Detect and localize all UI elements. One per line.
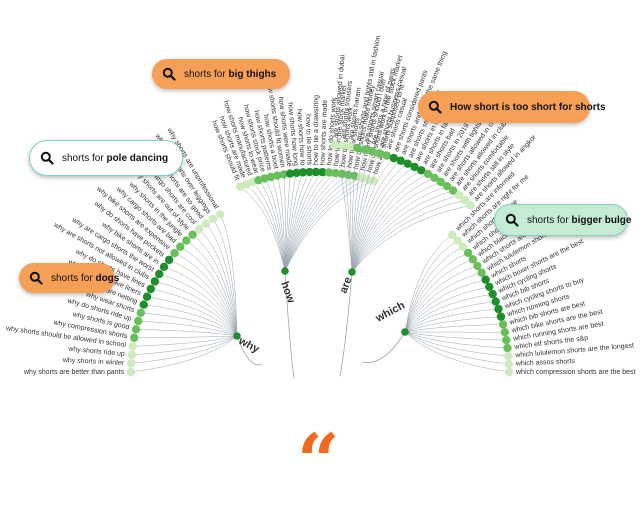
callout-term: dogs <box>95 273 119 284</box>
callout-term: pole dancing <box>106 153 168 164</box>
branch-link <box>285 175 348 271</box>
hub-dot <box>401 328 409 336</box>
leaf-dot <box>130 334 138 342</box>
leaf-dot <box>503 344 511 352</box>
hub-dot <box>281 267 289 275</box>
branch-link <box>180 247 237 336</box>
leaf-dot <box>165 256 173 264</box>
leaf-dot <box>346 142 354 150</box>
leaf-dot <box>499 320 507 328</box>
leaf-dot <box>151 277 159 285</box>
branch-link <box>285 176 355 271</box>
callout-bigger-bulge[interactable]: shorts for bigger bulge <box>494 204 628 236</box>
branch-link <box>213 219 237 336</box>
leaf-dot <box>502 336 510 344</box>
hub-label: are <box>338 275 355 295</box>
leaf-dot <box>209 215 217 223</box>
leaf-dot <box>505 368 513 376</box>
hub-label: which <box>373 299 407 325</box>
leaf-dot <box>338 141 346 149</box>
branch-link <box>352 182 441 272</box>
leaf-dot <box>134 317 142 325</box>
leaf-dot <box>353 144 361 152</box>
branch-link <box>405 324 503 332</box>
callout-dogs[interactable]: shorts for dogs <box>19 263 115 293</box>
leaf-dot <box>492 297 500 305</box>
leaf-dot <box>128 351 136 359</box>
quote-mark: “ <box>297 425 340 499</box>
callout-big-thighs[interactable]: shorts for big thighs <box>152 59 290 89</box>
leaf-dot <box>155 270 163 278</box>
trunk-link <box>362 332 405 363</box>
leaf-dot <box>202 220 210 228</box>
leaf-dot <box>497 312 505 320</box>
search-icon <box>40 151 54 165</box>
leaf-dot <box>368 147 376 155</box>
leaf-label: why shorts in winter <box>62 357 125 367</box>
callout-too-short[interactable]: How short is too short for shorts <box>418 91 590 123</box>
leaf-dot <box>176 243 184 251</box>
branch-link <box>352 167 415 272</box>
hub-label: how <box>278 280 297 305</box>
callout-pole-dancing[interactable]: shorts for pole dancing <box>29 140 183 176</box>
leaf-dot <box>127 368 135 376</box>
leaf-dot <box>140 300 148 308</box>
leaf-dot <box>488 290 496 298</box>
hub-dot <box>348 268 356 276</box>
callout-prefix: shorts for <box>184 69 228 80</box>
leaf-dot <box>160 263 168 271</box>
branch-link <box>186 241 237 336</box>
leaf-dot <box>361 145 369 153</box>
branch-link <box>134 336 237 338</box>
leaf-label: which compression shorts are the best <box>515 369 635 376</box>
search-tree-diagram: why shorts are better than pants why shor… <box>0 0 640 480</box>
leaf-dot <box>182 236 190 244</box>
leaf-label: why shorts are better than pants <box>23 369 124 376</box>
leaf-dot <box>382 151 390 159</box>
search-icon <box>428 100 442 114</box>
branch-link <box>136 329 237 336</box>
leaf-label: how to tie shorts <box>304 114 312 166</box>
leaf-dot <box>132 325 140 333</box>
leaf-dot <box>143 293 151 301</box>
leaf-label: which assos shorts <box>515 358 576 367</box>
leaf-dot <box>331 141 339 149</box>
leaf-dot <box>137 309 145 317</box>
leaf-dot <box>504 352 512 360</box>
leaf-dot <box>505 360 513 368</box>
leaf-dot <box>485 283 493 291</box>
branch-link <box>405 309 498 332</box>
leaf-dot <box>188 230 196 238</box>
branch-link <box>141 313 237 336</box>
leaf-dot <box>501 328 509 336</box>
branch-link <box>131 336 237 363</box>
leaf-dot <box>375 149 383 157</box>
callout-term: big thighs <box>228 69 276 80</box>
leaf-dot <box>494 305 502 313</box>
search-icon <box>29 271 43 285</box>
leaf-dot <box>129 342 137 350</box>
branch-link <box>405 247 463 332</box>
search-icon <box>505 213 519 227</box>
callout-prefix: shorts for <box>527 215 571 226</box>
search-icon <box>162 67 176 81</box>
leaf-dot <box>127 359 135 367</box>
leaf-dot <box>170 249 178 257</box>
callout-term: How short is too short for shorts <box>450 102 606 113</box>
leaf-dot <box>147 285 155 293</box>
callout-prefix: shorts for <box>62 153 106 164</box>
callout-prefix: shorts for <box>51 273 95 284</box>
leaf-dot <box>216 210 224 218</box>
leaf-dot <box>481 275 489 283</box>
callout-term: bigger bulge <box>571 215 631 226</box>
leaf-dot <box>195 225 203 233</box>
